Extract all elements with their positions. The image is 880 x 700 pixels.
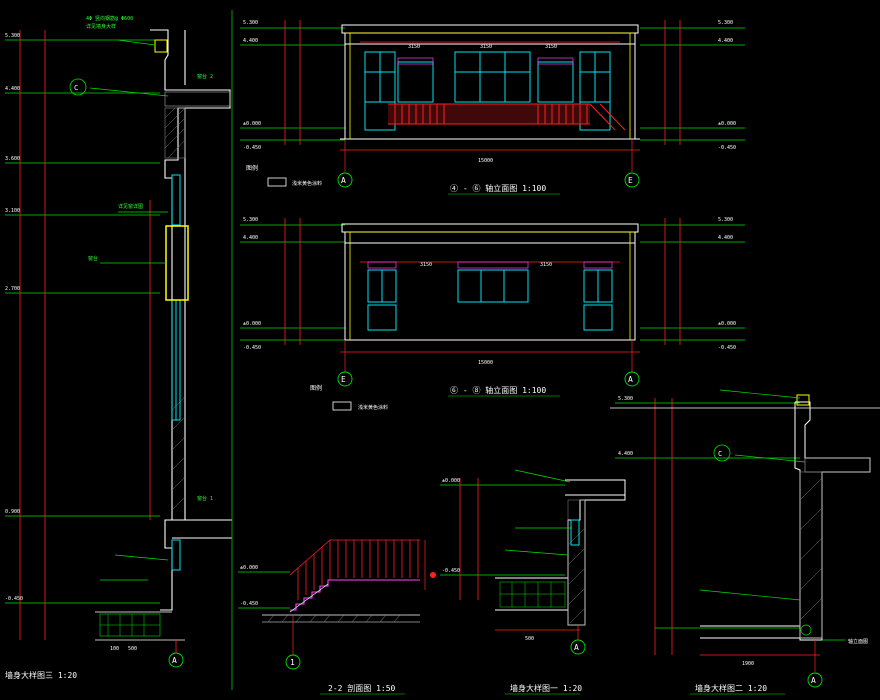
level-label: 0.900 bbox=[5, 509, 20, 515]
legend-label: 图例 bbox=[310, 384, 322, 392]
axis-bubble-left: A bbox=[341, 176, 346, 185]
note-text: 窗台 1 bbox=[197, 495, 213, 502]
bay-dim: 3150 bbox=[408, 44, 420, 50]
level-label: ±0.000 bbox=[240, 565, 258, 571]
elevation-bottom: E A 15000 3150 3150 5.300 4.400 ±0.000 -… bbox=[240, 217, 745, 411]
level-label: -0.450 bbox=[442, 568, 460, 574]
level-label: ±0.000 bbox=[718, 321, 736, 327]
dim-text: 100 bbox=[110, 646, 119, 652]
view-title-elevation-top: ④ - ⑥ 轴立面图 1:100 bbox=[450, 183, 546, 193]
svg-text:C: C bbox=[718, 450, 722, 458]
level-label: 4.400 bbox=[718, 38, 733, 44]
view-title-elevation-bottom: ⑥ - ⑧ 轴立面图 1:100 bbox=[450, 385, 546, 395]
note-text: 详见墙身大样 bbox=[86, 23, 116, 30]
bay-dim: 3150 bbox=[545, 44, 557, 50]
level-label: -0.450 bbox=[718, 345, 736, 351]
level-label: 5.300 bbox=[5, 33, 20, 39]
level-label: 2.700 bbox=[5, 286, 20, 292]
note-text: 详见窗详图 bbox=[118, 203, 143, 210]
level-label: 4.400 bbox=[243, 38, 258, 44]
legend-swatch bbox=[332, 401, 352, 411]
level-label: -0.450 bbox=[243, 145, 261, 151]
view-title-wall-section-2: 墙身大样图二 1:20 bbox=[695, 683, 767, 693]
dim-text: 500 bbox=[525, 636, 534, 642]
level-label: 5.300 bbox=[718, 217, 733, 223]
level-label: 5.300 bbox=[243, 217, 258, 223]
level-label: -0.450 bbox=[243, 345, 261, 351]
axis-bubble-left: E bbox=[341, 375, 346, 384]
level-label: 5.300 bbox=[718, 20, 733, 26]
level-label: 5.300 bbox=[618, 396, 633, 402]
level-label: 4.400 bbox=[5, 86, 20, 92]
note-text: 4Φ 竖向钢筋@ Φ600 bbox=[86, 15, 133, 22]
axis-bubble-right: E bbox=[628, 176, 633, 185]
level-label: -0.450 bbox=[240, 601, 258, 607]
level-label: 4.400 bbox=[243, 235, 258, 241]
total-dim: 15000 bbox=[478, 158, 493, 164]
level-label: 5.300 bbox=[243, 20, 258, 26]
level-label: 4.400 bbox=[618, 451, 633, 457]
level-label: ±0.000 bbox=[442, 478, 460, 484]
level-label: 4.400 bbox=[718, 235, 733, 241]
axis-bubble-right: A bbox=[628, 375, 633, 384]
axis-bubble-a: A bbox=[811, 676, 816, 685]
axis-bubble-1: 1 bbox=[290, 658, 295, 667]
legend-text: 浅米黄色涂料 bbox=[292, 180, 322, 187]
level-label: 3.600 bbox=[5, 156, 20, 162]
level-label: ±0.000 bbox=[718, 121, 736, 127]
bay-dim: 3150 bbox=[480, 44, 492, 50]
section-2-2: 1 ±0.000 -0.450 2-2 剖面图 1:50 bbox=[238, 539, 436, 695]
view-title-wall-section-1: 墙身大样图一 1:20 bbox=[510, 683, 582, 693]
elevation-top: A E 15000 3150 3150 3150 5.300 4.400 ±0.… bbox=[240, 20, 745, 195]
total-dim: 15000 bbox=[478, 360, 493, 366]
view-title-wall-section-3: 墙身大样图三 1:20 bbox=[5, 670, 77, 680]
wall-section-2: C A 5.300 4.400 轴立面图 1900 墙身大样图二 1:20 bbox=[610, 389, 880, 695]
legend-label: 图例 bbox=[246, 164, 258, 172]
axis-bubble-a-left: A bbox=[172, 656, 177, 665]
wall-section-3: C A 5.300 4.400 3.600 3.100 2.700 0.900 … bbox=[5, 15, 232, 680]
bay-dim: 3150 bbox=[420, 262, 432, 268]
callout-text: 轴立面图 bbox=[848, 638, 868, 645]
level-label: -0.450 bbox=[718, 145, 736, 151]
legend-text: 浅米黄色涂料 bbox=[358, 404, 388, 411]
level-label: ±0.000 bbox=[243, 121, 261, 127]
note-text: 窗台 2 bbox=[197, 73, 213, 80]
level-label: 3.100 bbox=[5, 208, 20, 214]
axis-bubble-a: A bbox=[574, 643, 579, 652]
level-label: -0.450 bbox=[5, 596, 23, 602]
dim-text: 1900 bbox=[742, 661, 754, 667]
legend-swatch bbox=[267, 177, 287, 187]
note-text: 窗台 bbox=[88, 255, 98, 262]
bay-dim: 3150 bbox=[540, 262, 552, 268]
wall-section-1: A ±0.000 -0.450 500 墙身大样图一 1:20 bbox=[440, 469, 626, 695]
view-title-section-2-2: 2-2 剖面图 1:50 bbox=[328, 683, 396, 693]
level-label: ±0.000 bbox=[243, 321, 261, 327]
svg-text:C: C bbox=[74, 84, 78, 92]
dim-text: 500 bbox=[128, 646, 137, 652]
